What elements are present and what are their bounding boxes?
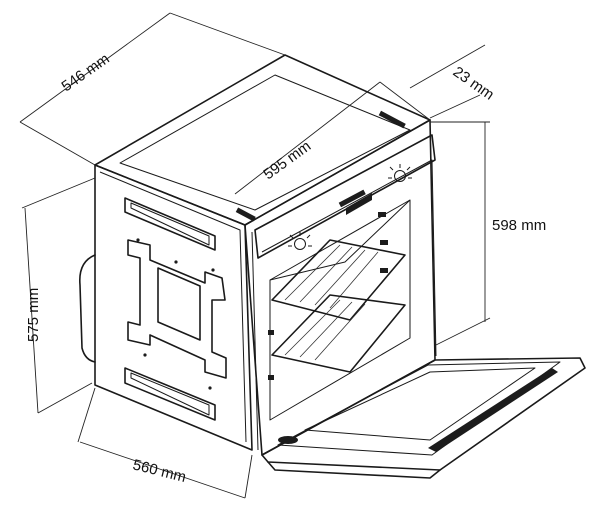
- dimension-label-front-width: 595 mm: [260, 138, 314, 184]
- dimension-label-body-height: 575 mm: [25, 288, 42, 342]
- oven-rear-casing: [78, 254, 96, 363]
- oven-side-panel: [94, 164, 253, 451]
- oven-top: [94, 54, 431, 226]
- dimension-lines: [19, 12, 491, 499]
- oven-knob-icon: [388, 164, 412, 182]
- dimension-label-front-height: 598 mm: [492, 217, 546, 234]
- dimension-label-panel-thickness: 23 mm: [450, 63, 497, 103]
- oven-cavity: [268, 199, 411, 421]
- dimension-label-top-depth: 546 mm: [59, 50, 113, 95]
- oven-light-icon: [288, 232, 312, 250]
- oven-door: [261, 357, 586, 479]
- dimension-label-body-depth: 560 mm: [131, 456, 188, 486]
